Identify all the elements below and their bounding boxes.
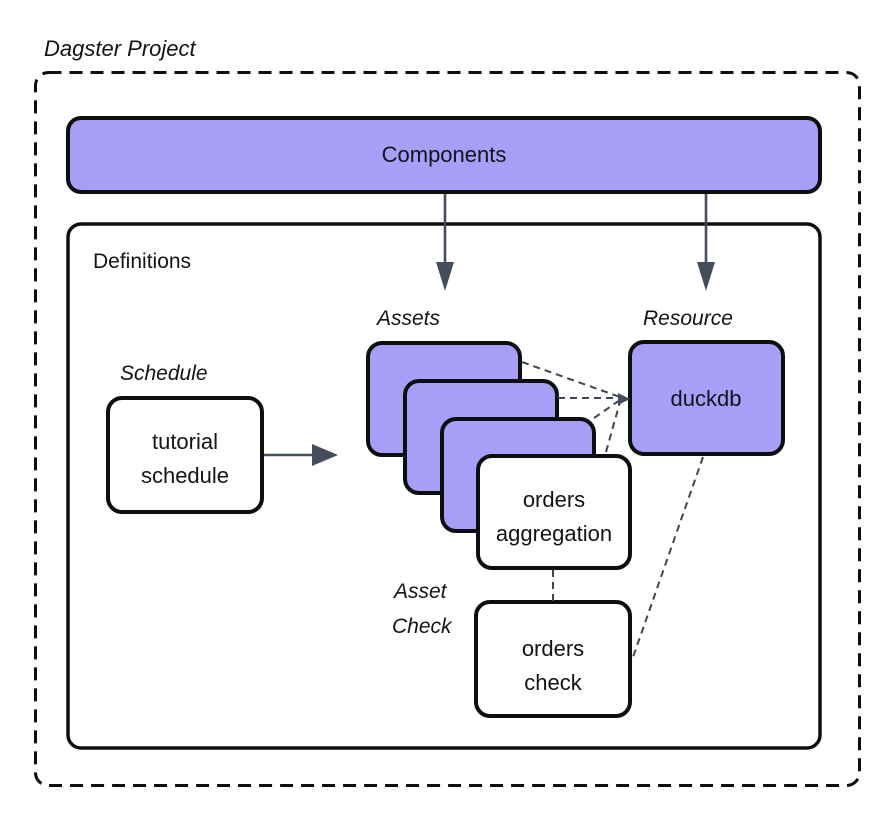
tutorial-schedule-label-line2: schedule bbox=[141, 463, 229, 488]
arrow-head-icon bbox=[697, 262, 715, 291]
arrow-components-to-assets bbox=[436, 194, 454, 291]
duckdb-label: duckdb bbox=[671, 386, 742, 411]
assets-group-label: Assets bbox=[375, 307, 441, 330]
components-bar: Components bbox=[66, 116, 822, 194]
components-bar-label: Components bbox=[382, 142, 507, 167]
arrow-schedule-to-assets bbox=[264, 444, 338, 466]
node-duckdb: duckdb bbox=[628, 340, 785, 456]
orders-aggregation-label-line1: orders bbox=[523, 487, 585, 512]
orders-aggregation-shape bbox=[476, 454, 632, 570]
arrow-head-icon bbox=[436, 262, 454, 291]
orders-check-label-line1: orders bbox=[522, 636, 584, 661]
node-orders-check: orders check bbox=[474, 600, 632, 718]
orders-check-label-line2: check bbox=[524, 670, 582, 695]
components-bar-shape bbox=[66, 116, 822, 194]
duckdb-shape bbox=[628, 340, 785, 456]
project-dashed-border bbox=[34, 71, 861, 787]
schedule-group-label: Schedule bbox=[120, 362, 208, 385]
edge-duckdb-to-orders-check bbox=[631, 456, 704, 661]
orders-check-shape bbox=[474, 600, 632, 718]
asset-check-group-label-line2: Check bbox=[392, 615, 453, 638]
node-tutorial-schedule: tutorial schedule bbox=[106, 396, 264, 514]
definitions-label: Definitions bbox=[93, 250, 191, 273]
tutorial-schedule-shape bbox=[106, 396, 264, 514]
arrow-components-to-resource bbox=[697, 194, 715, 291]
edge-asset3-to-duckdb bbox=[593, 399, 621, 419]
tutorial-schedule-label-line1: tutorial bbox=[152, 429, 218, 454]
diagram-title: Dagster Project bbox=[44, 36, 197, 61]
edge-asset1-to-duckdb bbox=[521, 361, 621, 398]
edge-orders-aggregation-to-duckdb bbox=[605, 401, 621, 453]
asset-check-group-label-line1: Asset bbox=[392, 580, 448, 603]
node-orders-aggregation: orders aggregation bbox=[476, 454, 632, 570]
arrow-head-icon bbox=[312, 444, 338, 466]
resource-group-label: Resource bbox=[643, 307, 733, 330]
orders-aggregation-label-line2: aggregation bbox=[496, 521, 612, 546]
duckdb-edge-arrow-head-icon bbox=[618, 393, 630, 405]
